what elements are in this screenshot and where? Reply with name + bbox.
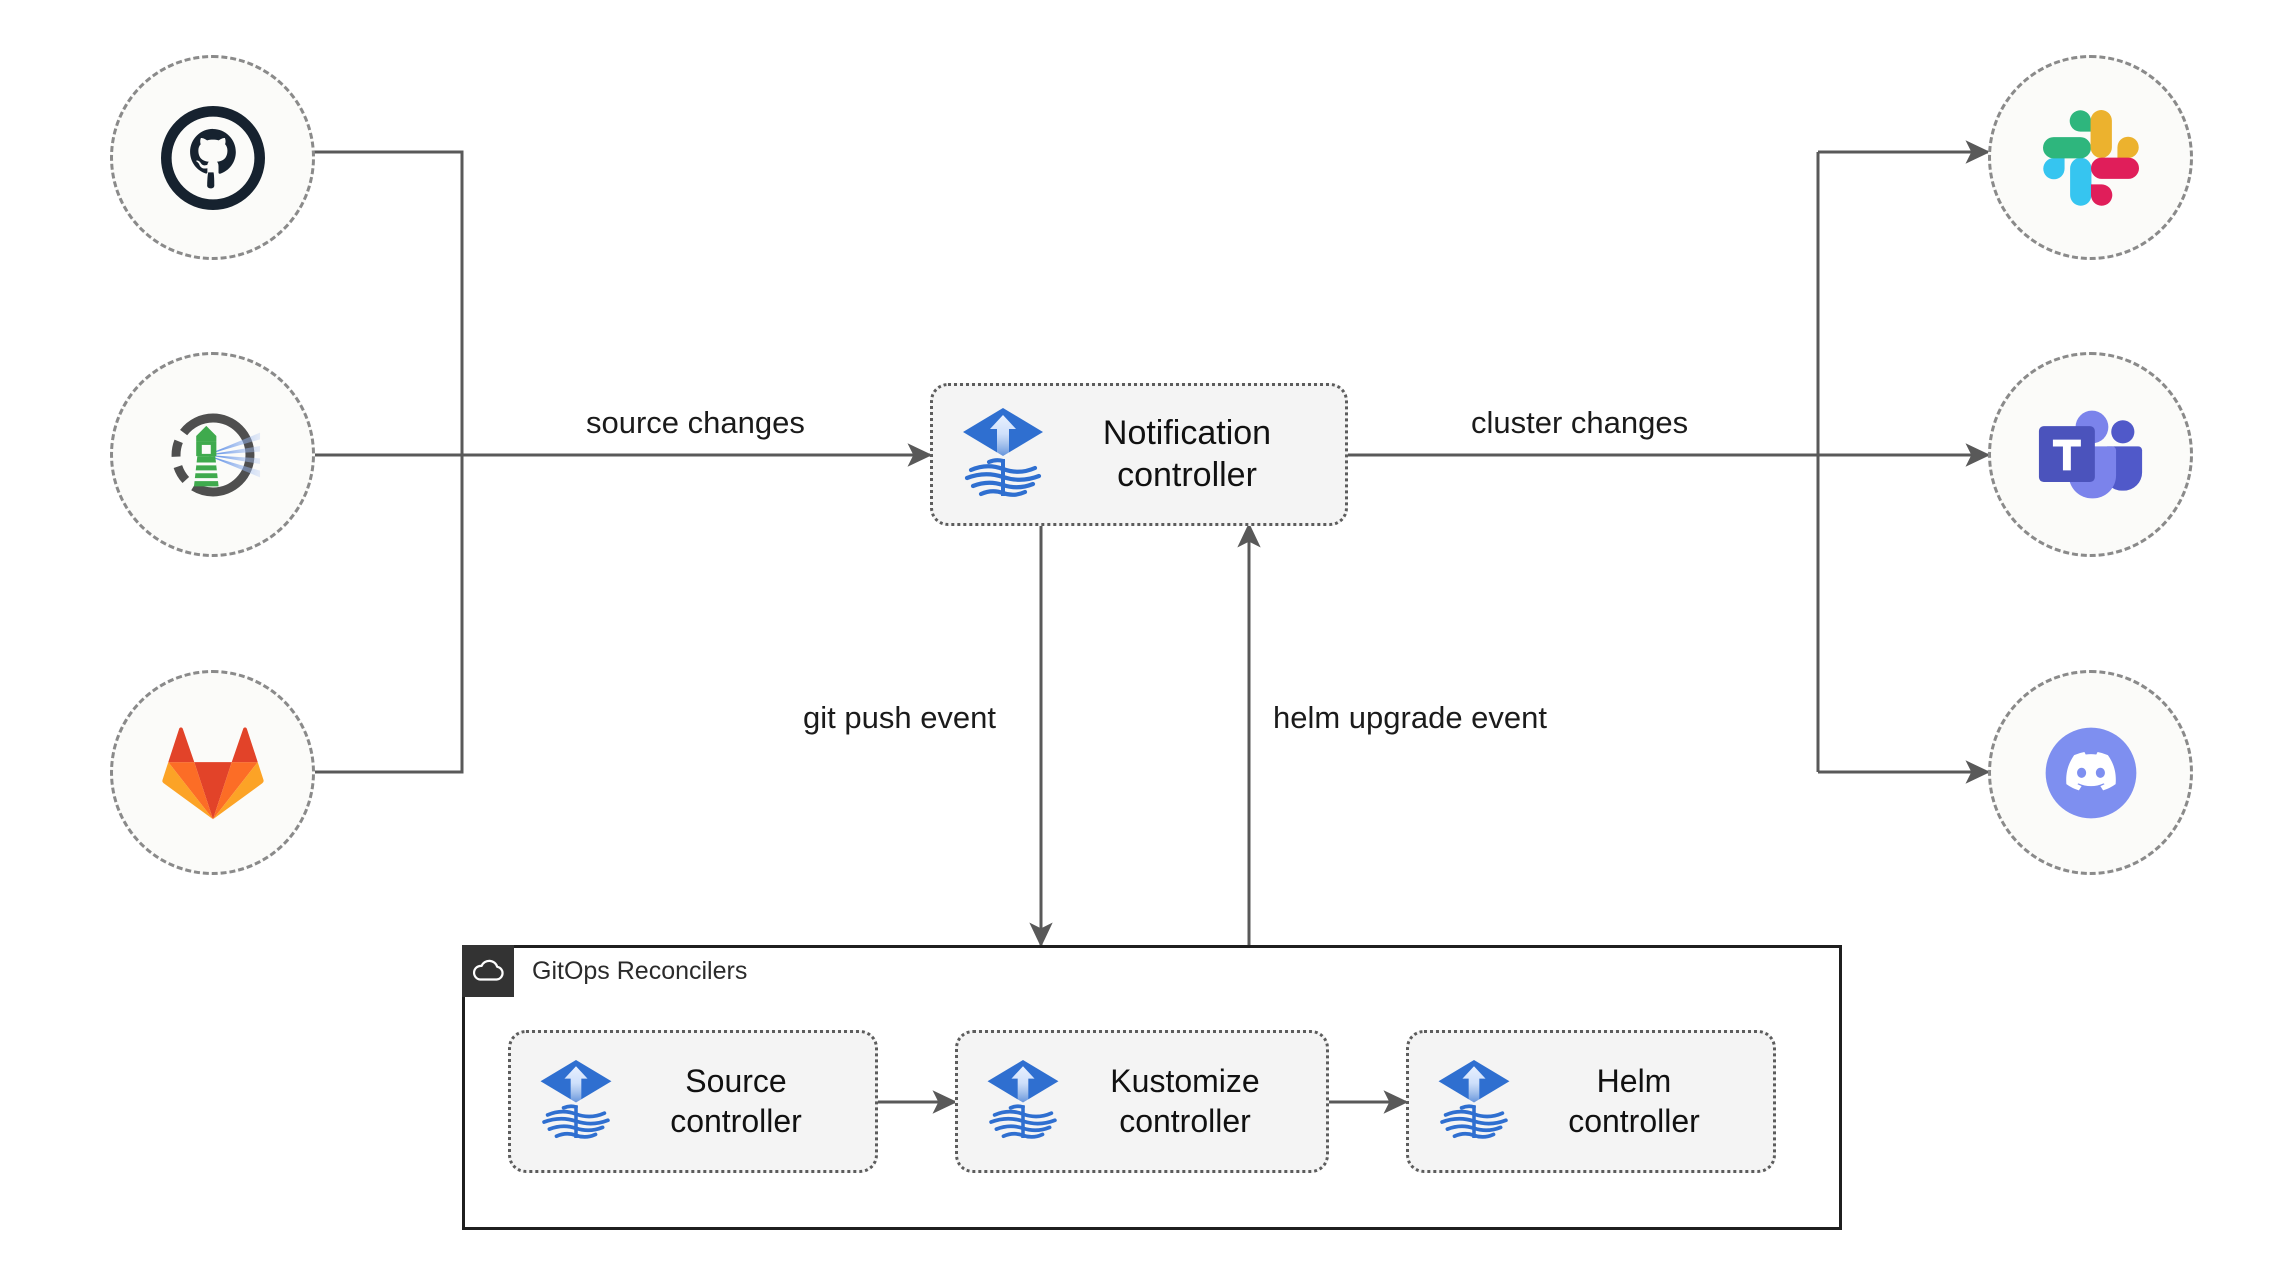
target-node-slack[interactable] — [1988, 55, 2193, 260]
notification-controller-label: Notification controller — [1102, 414, 1272, 494]
flux-cd-icon — [959, 404, 1047, 505]
edge-label-cluster-changes: cluster changes — [1463, 403, 1697, 443]
source-controller-label: Source controller — [670, 1063, 802, 1139]
source-node-flux[interactable] — [110, 352, 315, 557]
notification-controller-box[interactable]: Notification controller — [930, 383, 1348, 526]
flux-cd-icon — [537, 1056, 615, 1147]
source-controller-box[interactable]: Source controller — [508, 1030, 878, 1173]
helm-controller-label: Helm controller — [1568, 1063, 1700, 1139]
target-node-teams[interactable] — [1988, 352, 2193, 557]
target-node-discord[interactable] — [1988, 670, 2193, 875]
flux-cd-icon — [984, 1056, 1062, 1147]
gitops-reconcilers-header: GitOps Reconcilers — [462, 945, 747, 997]
kustomize-controller-box[interactable]: Kustomize controller — [955, 1030, 1329, 1173]
flux-lighthouse-icon — [171, 413, 260, 496]
flux-cd-icon — [1435, 1056, 1513, 1147]
edge-label-source-changes: source changes — [578, 403, 813, 443]
microsoft-teams-icon — [2038, 410, 2142, 498]
slack-icon — [2042, 109, 2139, 206]
edge-label-helm-upgrade-event: helm upgrade event — [1265, 698, 1556, 738]
helm-controller-box[interactable]: Helm controller — [1406, 1030, 1776, 1173]
gitops-reconcilers-group — [462, 945, 1842, 1230]
cloud-icon — [462, 945, 514, 997]
gitlab-icon — [161, 726, 264, 819]
source-node-gitlab[interactable] — [110, 670, 315, 875]
gitops-reconcilers-title: GitOps Reconcilers — [532, 956, 748, 985]
discord-icon — [2045, 727, 2136, 818]
github-icon — [160, 105, 265, 210]
source-node-github[interactable] — [110, 55, 315, 260]
kustomize-controller-label: Kustomize controller — [1110, 1063, 1260, 1139]
edge-label-git-push-event: git push event — [795, 698, 1005, 738]
